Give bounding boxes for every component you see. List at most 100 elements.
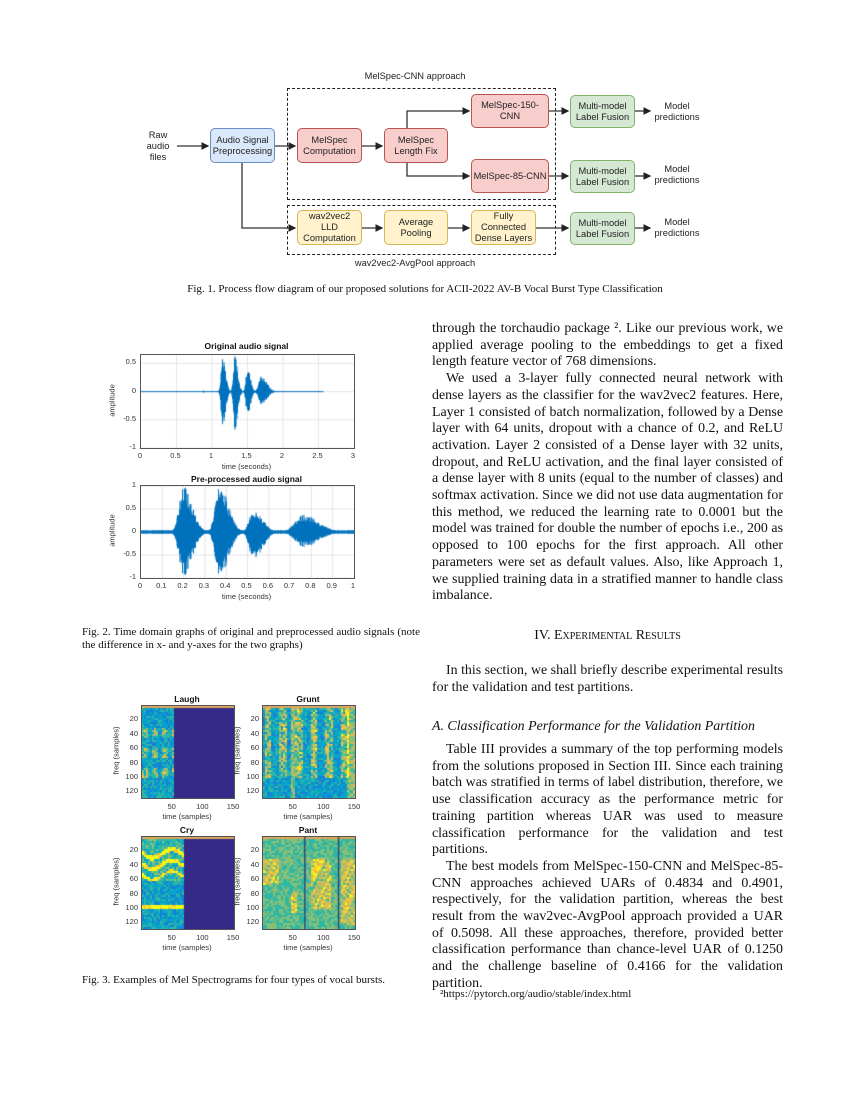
average-pooling-box: Average Pooling [384,210,448,245]
y-tick-label: 60 [129,743,138,753]
y-tick-label: 0 [131,385,136,395]
y-tick-label: 60 [250,874,259,884]
x-axis-label: time (seconds) [221,592,272,601]
spectrogram-title: Grunt [296,694,320,704]
y-tick-label: 80 [129,757,138,767]
y-tick-label: 0.5 [125,357,136,367]
figure-1-caption: Fig. 1. Process flow diagram of our prop… [187,283,663,295]
mel-spectrogram [262,836,356,930]
dense-layers-box: Fully Connected Dense Layers [471,210,536,245]
x-tick-label: 100 [196,802,209,811]
y-tick-label: 100 [125,902,138,912]
mel-spectrogram [262,705,356,799]
right-column-section-intro: In this section, we shall briefly descri… [432,663,783,696]
y-tick-label: 100 [246,902,259,912]
y-tick-label: 1 [131,480,136,489]
footnote: ²https://pytorch.org/audio/stable/index.… [440,988,632,1000]
y-tick-label: 40 [250,728,259,738]
x-axis-label: time (seconds) [221,462,272,471]
y-tick-label: 120 [125,786,138,796]
y-tick-label: 60 [250,743,259,753]
arrow [406,107,471,128]
melspec-computation-box: MelSpec Computation [297,128,362,163]
x-tick-label: 2.5 [312,451,323,460]
paragraph: through the torchaudio package ². Like o… [432,321,783,370]
y-tick-label: 100 [246,771,259,781]
wav2vec2-lld-box: wav2vec2 LLD Computation [297,210,362,245]
y-tick-label: 120 [246,917,259,927]
x-tick-label: 3 [350,451,356,460]
x-tick-label: 0.7 [283,581,295,590]
y-tick-label: 40 [129,728,138,738]
x-tick-label: 150 [347,802,361,811]
figure-2-caption: Fig. 2. Time domain graphs of original a… [82,626,420,651]
preprocessing-box: Audio Signal Preprocessing [210,128,275,163]
melspec-cnn-group [287,88,556,200]
y-tick-label: 20 [250,714,259,724]
y-tick-label: -0.5 [123,549,136,558]
model-predictions-label: Model predictions [654,164,700,185]
x-tick-label: 1.5 [241,451,252,460]
melspec-length-fix-box: MelSpec Length Fix [384,128,448,163]
melspec-cnn-group-label: MelSpec-CNN approach [364,71,466,81]
waveform-plot [140,354,355,449]
x-tick-label: 50 [288,802,297,811]
x-tick-label: 2 [279,451,285,460]
x-tick-label: 0.8 [305,581,316,590]
x-tick-label: 0.9 [326,581,337,590]
y-tick-label: 20 [129,714,138,724]
x-tick-label: 0 [137,581,143,590]
mel-spectrogram [141,705,235,799]
x-tick-label: 1 [350,581,356,590]
paragraph: In this section, we shall briefly descri… [432,663,783,695]
raw-audio-label: Raw audio files [146,130,170,162]
paragraph: The best models from MelSpec-150-CNN and… [432,858,783,991]
y-tick-label: -0.5 [123,413,136,423]
subsection-heading: A. Classification Performance for the Va… [432,719,755,734]
wav2vec2-group-label: wav2vec2-AvgPool approach [354,258,476,268]
x-tick-label: 0.3 [198,581,210,590]
melspec-150-cnn-box: MelSpec-150-CNN [471,94,549,128]
label-fusion-box: Multi-model Label Fusion [570,160,635,193]
y-tick-label: -1 [129,442,136,451]
x-tick-label: 100 [317,933,330,942]
figure-3-caption: Fig. 3. Examples of Mel Spectrograms for… [82,974,386,986]
x-tick-label: 0.2 [177,581,188,590]
model-predictions-label: Model predictions [654,217,700,238]
section-heading: IV. Experimental Results [534,628,681,643]
x-tick-label: 150 [226,933,240,942]
x-tick-label: 150 [347,933,361,942]
y-tick-label: 40 [250,859,259,869]
x-axis-label: time (samples) [283,943,333,952]
x-tick-label: 100 [196,933,209,942]
waveform-plot [140,485,355,579]
x-tick-label: 0.4 [219,581,231,590]
label-fusion-box: Multi-model Label Fusion [570,212,635,245]
x-tick-label: 100 [317,802,330,811]
model-predictions-label: Model predictions [654,101,700,122]
y-tick-label: 60 [129,874,138,884]
wav2vec2-group [287,205,556,255]
y-tick-label: 20 [250,845,259,855]
y-axis-label: freq (samples) [111,726,121,775]
y-tick-label: -1 [129,572,136,581]
x-tick-label: 0.6 [262,581,274,590]
y-tick-label: 80 [250,888,259,898]
y-tick-label: 80 [129,888,138,898]
paragraph: We used a 3-layer fully connected neural… [432,371,783,604]
x-tick-label: 50 [167,802,176,811]
x-axis-label: time (samples) [162,943,212,952]
arrow [241,163,297,232]
melspec-85-cnn-box: MelSpec-85-CNN [471,159,549,193]
x-axis-label: time (samples) [283,812,333,821]
spectrogram-title: Laugh [174,694,200,704]
y-axis-label: amplitude [107,383,117,417]
y-tick-label: 40 [129,859,138,869]
label-fusion-box: Multi-model Label Fusion [570,95,635,128]
x-tick-label: 0.1 [156,581,167,590]
y-tick-label: 100 [125,771,138,781]
x-tick-label: 0.5 [241,581,252,590]
y-tick-label: 120 [125,917,138,927]
x-tick-label: 150 [226,802,240,811]
